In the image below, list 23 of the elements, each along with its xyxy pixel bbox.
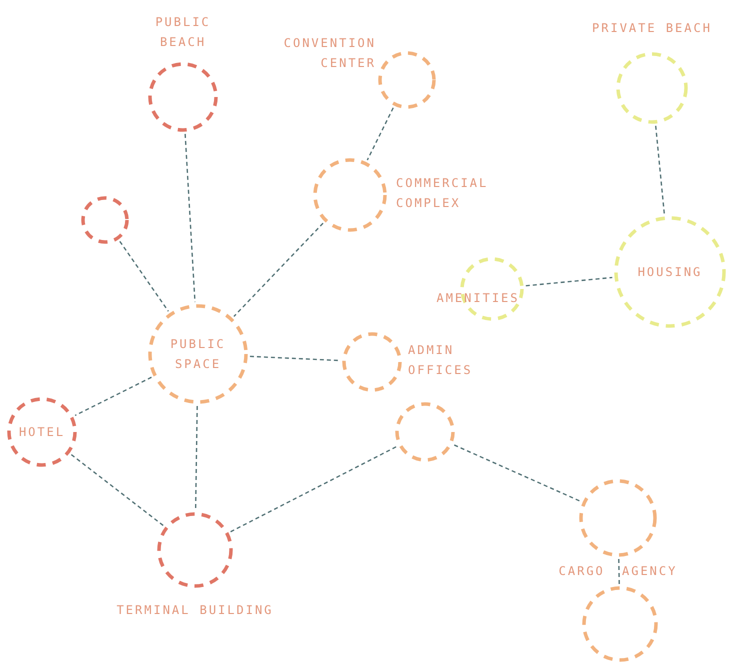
place-label: PUBLIC SPACE	[169, 336, 227, 373]
dashed-connector	[184, 134, 196, 302]
dashed-connector	[454, 444, 581, 502]
dashed-connector	[230, 446, 397, 532]
dashed-connector	[526, 276, 612, 286]
dashed-connector	[233, 222, 324, 317]
dashed-connector	[194, 406, 198, 510]
place-label: PUBLIC BEACH	[154, 14, 212, 51]
dashed-connector	[655, 126, 665, 214]
dashed-connector	[250, 356, 340, 362]
place-label: PRIVATE BEACH	[591, 20, 713, 37]
place-label: CARGO AGENCY	[558, 563, 678, 580]
place-label: HOTEL	[18, 424, 66, 441]
dashed-connector	[74, 376, 152, 416]
dashed-connector	[70, 454, 164, 526]
place-label: TERMINAL BUILDING	[116, 602, 274, 619]
dashed-connector	[366, 107, 394, 160]
place-label: CONVENTION CENTER	[282, 35, 376, 72]
dashed-connector	[618, 558, 620, 584]
place-label: ADMIN OFFICES	[408, 342, 474, 379]
place-label: COMMERCIAL COMPLEX	[396, 175, 490, 212]
dashed-connector	[119, 240, 169, 312]
place-label: HOUSING	[636, 264, 704, 281]
